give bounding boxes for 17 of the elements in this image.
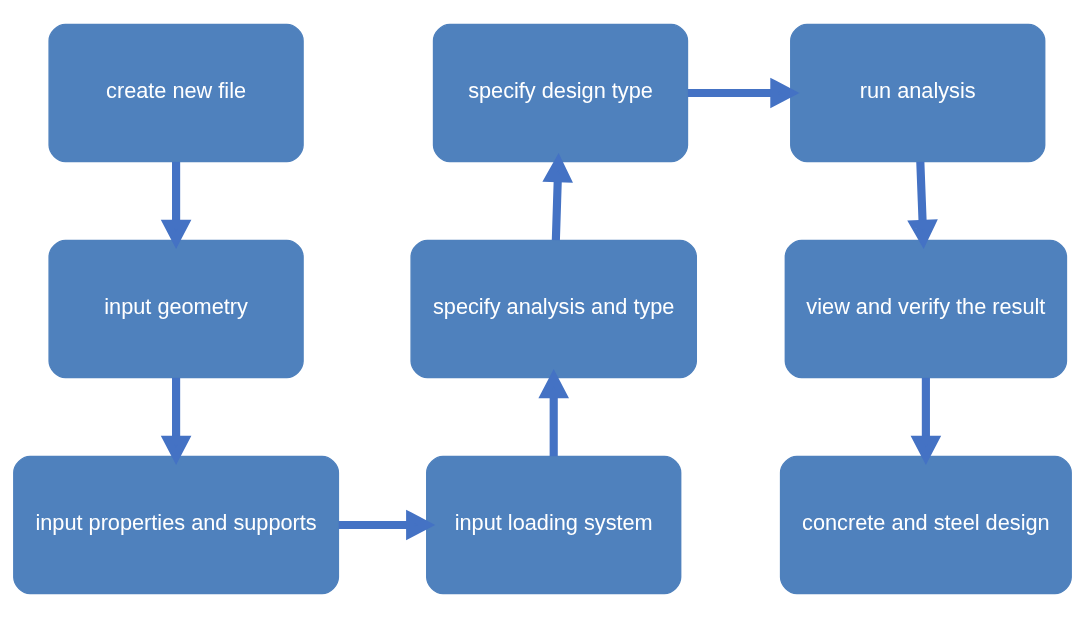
- node-box: view and verify the result: [784, 239, 1068, 379]
- node-box: run analysis: [790, 23, 1046, 163]
- arrow: [160, 377, 192, 465]
- arrow: [907, 161, 938, 249]
- arrow: [542, 153, 573, 241]
- arrow: [338, 509, 436, 541]
- node-box: specify analysis and type: [410, 239, 697, 379]
- arrow: [687, 77, 800, 109]
- arrow: [910, 377, 942, 465]
- node-box: create new file: [48, 23, 304, 163]
- arrow: [160, 161, 192, 249]
- node-box: specify design type: [432, 23, 689, 163]
- node-box: input loading system: [426, 455, 682, 595]
- arrow: [538, 369, 569, 457]
- node-box: input geometry: [48, 239, 304, 379]
- node-box: input properties and supports: [13, 455, 340, 595]
- node-box: concrete and steel design: [779, 455, 1072, 595]
